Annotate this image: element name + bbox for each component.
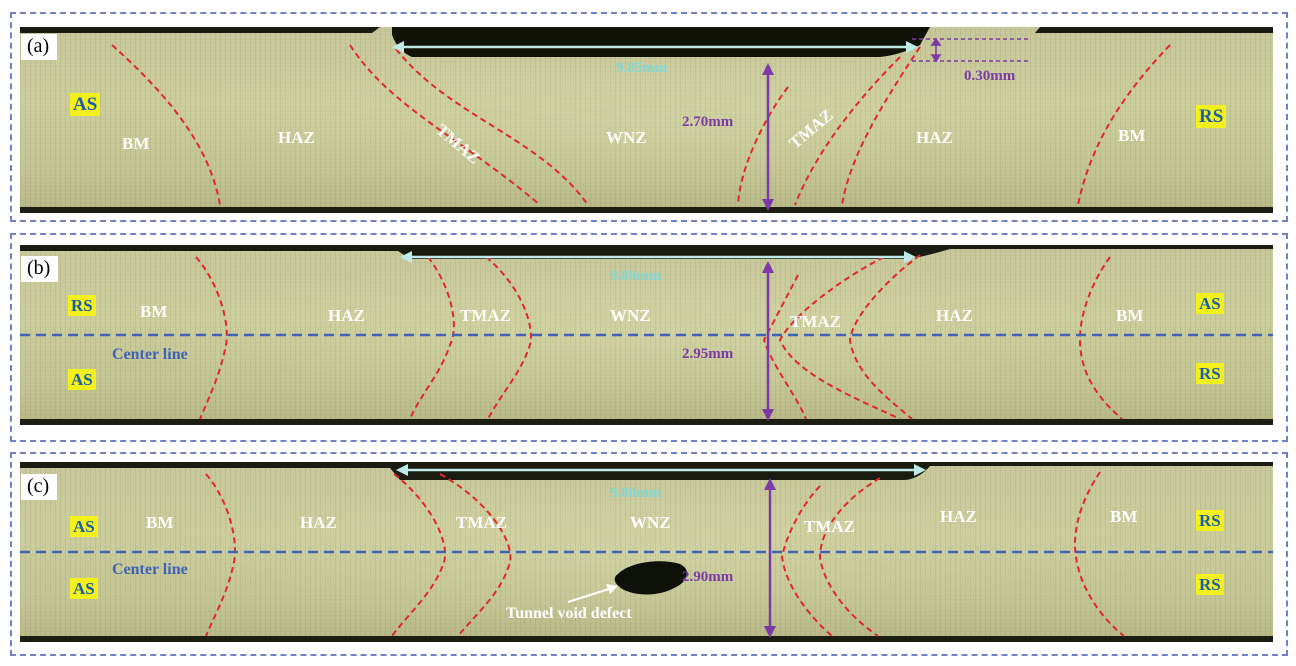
thickness-dim-a: 2.70mm xyxy=(682,114,734,130)
bottom-surface-c xyxy=(20,636,1273,642)
zone-haz-left-c: HAZ xyxy=(300,513,337,532)
panel-c xyxy=(10,452,1288,656)
depth-marker-a xyxy=(912,37,1030,63)
zone-haz-left-b: HAZ xyxy=(328,306,365,325)
zone-tmaz-left-c: TMAZ xyxy=(456,513,507,532)
width-arrow-a xyxy=(392,41,918,53)
side-top-right-c: RS xyxy=(1196,510,1224,531)
panel-label-a: (a) xyxy=(21,34,58,60)
zone-bm-right-b: BM xyxy=(1116,306,1144,325)
thickness-dim-c: 2.90mm xyxy=(682,569,734,585)
photo-a: AS BM HAZ TMAZ WNZ TMAZ HAZ BM RS 9.85mm… xyxy=(20,27,1273,213)
center-line-label-c: Center line xyxy=(112,561,188,578)
zone-bm-right-a: BM xyxy=(1118,126,1146,145)
zone-bm-left-b: BM xyxy=(140,302,168,321)
zone-wnz-c: WNZ xyxy=(630,513,671,532)
side-top-right-b: AS xyxy=(1196,293,1224,314)
width-dim-b: 9.80mm xyxy=(610,268,662,284)
zone-boundaries-c xyxy=(205,471,1125,637)
zone-haz-left-a: HAZ xyxy=(278,128,315,147)
side-bottom-left-c: AS xyxy=(70,578,98,599)
side-bottom-right-b: RS xyxy=(1196,363,1224,384)
zone-haz-right-b: HAZ xyxy=(936,306,973,325)
zone-wnz-a: WNZ xyxy=(606,128,647,147)
side-top-left-b: RS xyxy=(68,295,96,316)
width-arrow-b xyxy=(400,251,916,263)
defect-pointer-arrow xyxy=(567,584,618,603)
photo-c: AS BM HAZ TMAZ WNZ TMAZ HAZ BM RS Center… xyxy=(20,462,1273,642)
tunnel-void-defect xyxy=(614,561,688,595)
thickness-arrow-a xyxy=(762,63,774,211)
overlay-a xyxy=(20,27,1273,213)
zone-haz-right-a: HAZ xyxy=(916,128,953,147)
weld-groove xyxy=(392,27,930,57)
top-surface-right xyxy=(1035,27,1273,33)
zone-haz-right-c: HAZ xyxy=(940,507,977,526)
side-top-left-c: AS xyxy=(70,516,98,537)
panel-label-b: (b) xyxy=(21,256,59,282)
panel-label-c: (c) xyxy=(21,474,58,500)
bottom-surface xyxy=(20,207,1273,213)
zone-boundaries-a xyxy=(111,44,1171,206)
zone-tmaz-right-c: TMAZ xyxy=(804,517,855,536)
zone-bm-left-c: BM xyxy=(146,513,174,532)
zone-bm-right-c: BM xyxy=(1110,507,1138,526)
zone-tmaz-left-b: TMAZ xyxy=(460,306,511,325)
width-dim-a: 9.85mm xyxy=(616,60,668,76)
side-right-a: RS xyxy=(1196,105,1227,128)
thickness-arrow-b xyxy=(762,261,774,421)
center-line-label-b: Center line xyxy=(112,346,188,363)
bottom-surface-b xyxy=(20,419,1273,425)
thickness-arrow-c xyxy=(764,478,776,638)
panel-b xyxy=(10,233,1288,442)
weld-cross-section-a xyxy=(20,27,1273,213)
panel-a xyxy=(10,12,1288,222)
side-bottom-left-b: AS xyxy=(68,369,96,390)
depth-dim-a: 0.30mm xyxy=(964,68,1016,84)
side-bottom-right-c: RS xyxy=(1196,574,1224,595)
side-left-a: AS xyxy=(70,93,101,116)
overlay-c xyxy=(20,462,1273,642)
zone-bm-left-a: BM xyxy=(122,134,150,153)
width-dim-c: 9.80mm xyxy=(610,485,662,501)
thickness-dim-b: 2.95mm xyxy=(682,346,734,362)
photo-b: RS BM HAZ TMAZ WNZ TMAZ HAZ BM AS Center… xyxy=(20,245,1273,425)
top-surface-left xyxy=(20,27,380,33)
zone-wnz-b: WNZ xyxy=(610,306,651,325)
zone-boundaries-b xyxy=(195,254,1123,420)
zone-tmaz-right-b: TMAZ xyxy=(790,312,841,331)
top-surface-b xyxy=(20,245,1273,259)
defect-label-c: Tunnel void defect xyxy=(506,605,632,622)
width-arrow-c xyxy=(396,464,926,476)
overlay-b xyxy=(20,245,1273,425)
